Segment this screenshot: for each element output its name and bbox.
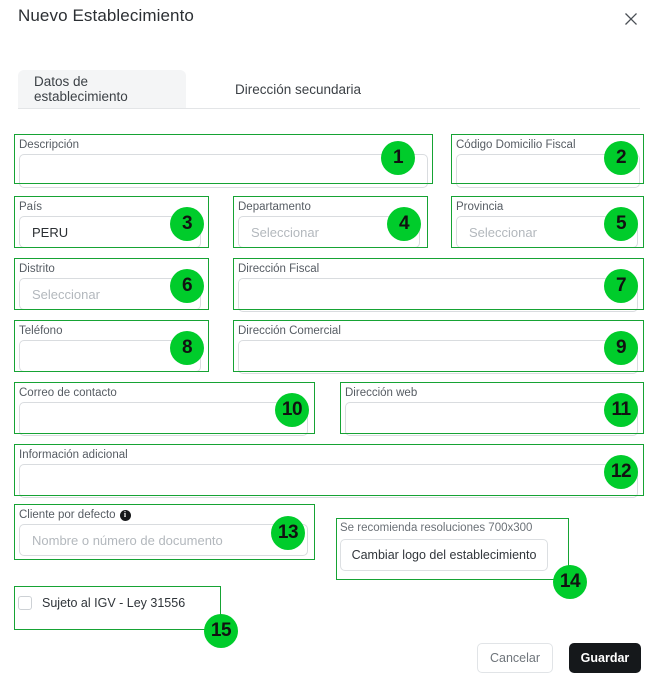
- select-provincia[interactable]: Seleccionar: [456, 216, 638, 248]
- input-codigo-domicilio-fiscal[interactable]: [456, 154, 640, 188]
- modal-header: Nuevo Establecimiento: [0, 0, 658, 56]
- input-direccion-web[interactable]: [345, 402, 638, 436]
- input-direccion-fiscal[interactable]: [238, 278, 638, 312]
- field-codigo-domicilio-fiscal: Código Domicilio Fiscal: [456, 138, 640, 188]
- label-cliente-por-defecto-text: Cliente por defecto: [19, 509, 116, 521]
- field-distrito: Distrito Seleccionar: [19, 262, 201, 310]
- field-descripcion: Descripción: [19, 138, 428, 188]
- save-button[interactable]: Guardar: [569, 643, 641, 673]
- input-cliente-por-defecto[interactable]: Nombre o número de documento: [19, 524, 308, 556]
- select-departamento[interactable]: Seleccionar: [238, 216, 420, 248]
- field-direccion-web: Dirección web: [345, 386, 638, 436]
- close-icon[interactable]: [620, 8, 642, 30]
- page-title: Nuevo Establecimiento: [18, 6, 194, 25]
- field-pais: País PERU: [19, 200, 201, 248]
- label-telefono: Teléfono: [19, 325, 63, 337]
- change-logo-button[interactable]: Cambiar logo del establecimiento: [340, 539, 548, 571]
- cancel-button[interactable]: Cancelar: [477, 643, 553, 673]
- label-pais: País: [19, 201, 43, 213]
- label-direccion-comercial: Dirección Comercial: [238, 325, 341, 337]
- field-telefono: Teléfono: [19, 324, 201, 372]
- input-direccion-comercial[interactable]: [238, 340, 638, 374]
- igv-checkbox-label: Sujeto al IGV - Ley 31556: [42, 596, 186, 610]
- label-departamento: Departamento: [238, 201, 311, 213]
- field-cliente-por-defecto: Cliente por defecto i Nombre o número de…: [19, 508, 308, 556]
- igv-checkbox[interactable]: [18, 596, 32, 610]
- igv-checkbox-row[interactable]: Sujeto al IGV - Ley 31556: [18, 593, 185, 613]
- label-codigo-domicilio-fiscal: Código Domicilio Fiscal: [456, 139, 576, 151]
- input-descripcion[interactable]: [19, 154, 428, 188]
- label-direccion-web: Dirección web: [345, 387, 418, 399]
- field-correo-contacto: Correo de contacto: [19, 386, 308, 436]
- input-pais[interactable]: PERU: [19, 216, 201, 248]
- field-provincia: Provincia Seleccionar: [456, 200, 638, 248]
- annotation-badge-15: 15: [204, 614, 238, 648]
- label-informacion-adicional: Información adicional: [19, 449, 128, 461]
- select-distrito[interactable]: Seleccionar: [19, 278, 201, 310]
- logo-resolution-hint: Se recomienda resoluciones 700x300: [340, 522, 533, 534]
- label-direccion-fiscal: Dirección Fiscal: [238, 263, 320, 275]
- input-correo-contacto[interactable]: [19, 402, 308, 436]
- label-distrito: Distrito: [19, 263, 55, 275]
- label-cliente-por-defecto: Cliente por defecto i: [19, 508, 308, 522]
- info-icon[interactable]: i: [119, 509, 131, 521]
- label-descripcion: Descripción: [19, 139, 80, 151]
- input-informacion-adicional[interactable]: [19, 464, 638, 498]
- tab-datos-establecimiento[interactable]: Datos de establecimiento: [18, 70, 186, 108]
- tab-direccion-secundaria[interactable]: Dirección secundaria: [234, 81, 362, 97]
- label-provincia: Provincia: [456, 201, 504, 213]
- logo-section: Se recomienda resoluciones 700x300 Cambi…: [340, 521, 568, 579]
- input-telefono[interactable]: [19, 340, 201, 372]
- field-informacion-adicional: Información adicional: [19, 448, 638, 498]
- tab-underline: [18, 108, 640, 109]
- field-direccion-fiscal: Dirección Fiscal: [238, 262, 638, 312]
- field-direccion-comercial: Dirección Comercial: [238, 324, 638, 374]
- tab-bar: Datos de establecimiento Dirección secun…: [18, 70, 640, 108]
- label-correo-contacto: Correo de contacto: [19, 387, 117, 399]
- field-departamento: Departamento Seleccionar: [238, 200, 420, 248]
